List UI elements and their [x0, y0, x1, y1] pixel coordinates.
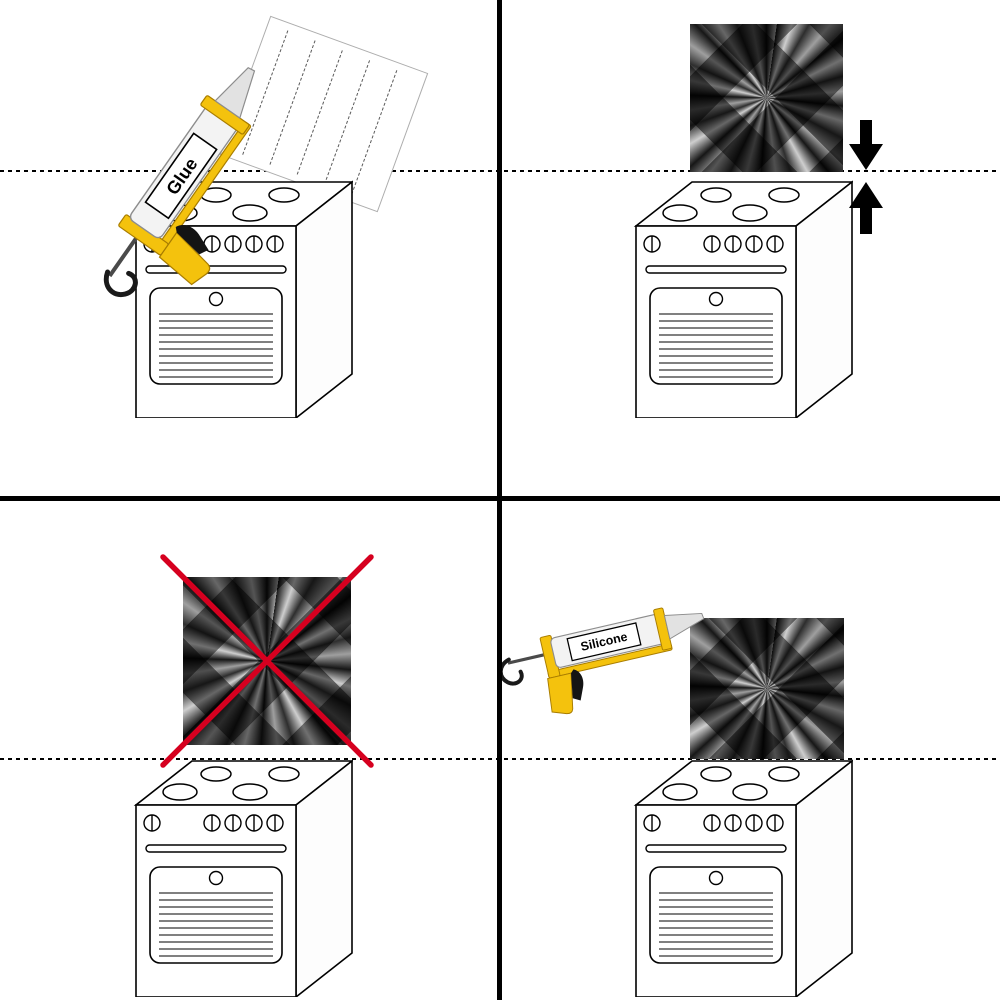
metal-backsplash-panel: [690, 618, 844, 759]
gun-label-plate: [144, 132, 218, 220]
stove-illustration: [628, 178, 853, 418]
gun-label-plate: [566, 622, 642, 662]
gun-nozzle: [214, 66, 256, 119]
stove-illustration: [628, 757, 853, 997]
silicone-caulk-gun: Silicone: [498, 607, 705, 715]
gun-handle: [547, 672, 574, 715]
down-arrow-icon: [849, 120, 883, 170]
up-arrow-icon: [849, 182, 883, 234]
hook-icon: [103, 269, 138, 298]
not-allowed-cross-icon: [160, 554, 374, 768]
glue-caulk-gun: Glue: [103, 66, 256, 298]
metal-backsplash-panel: [690, 24, 843, 172]
quadrant-divider-horizontal: [0, 496, 1000, 501]
gun-trigger: [175, 225, 209, 255]
stove-illustration: [128, 757, 353, 997]
gun-trigger: [571, 669, 584, 701]
gun-handle: [158, 231, 211, 286]
gun-nozzle: [663, 612, 705, 640]
press-arrows: [849, 120, 883, 234]
hook-icon: [498, 657, 524, 686]
